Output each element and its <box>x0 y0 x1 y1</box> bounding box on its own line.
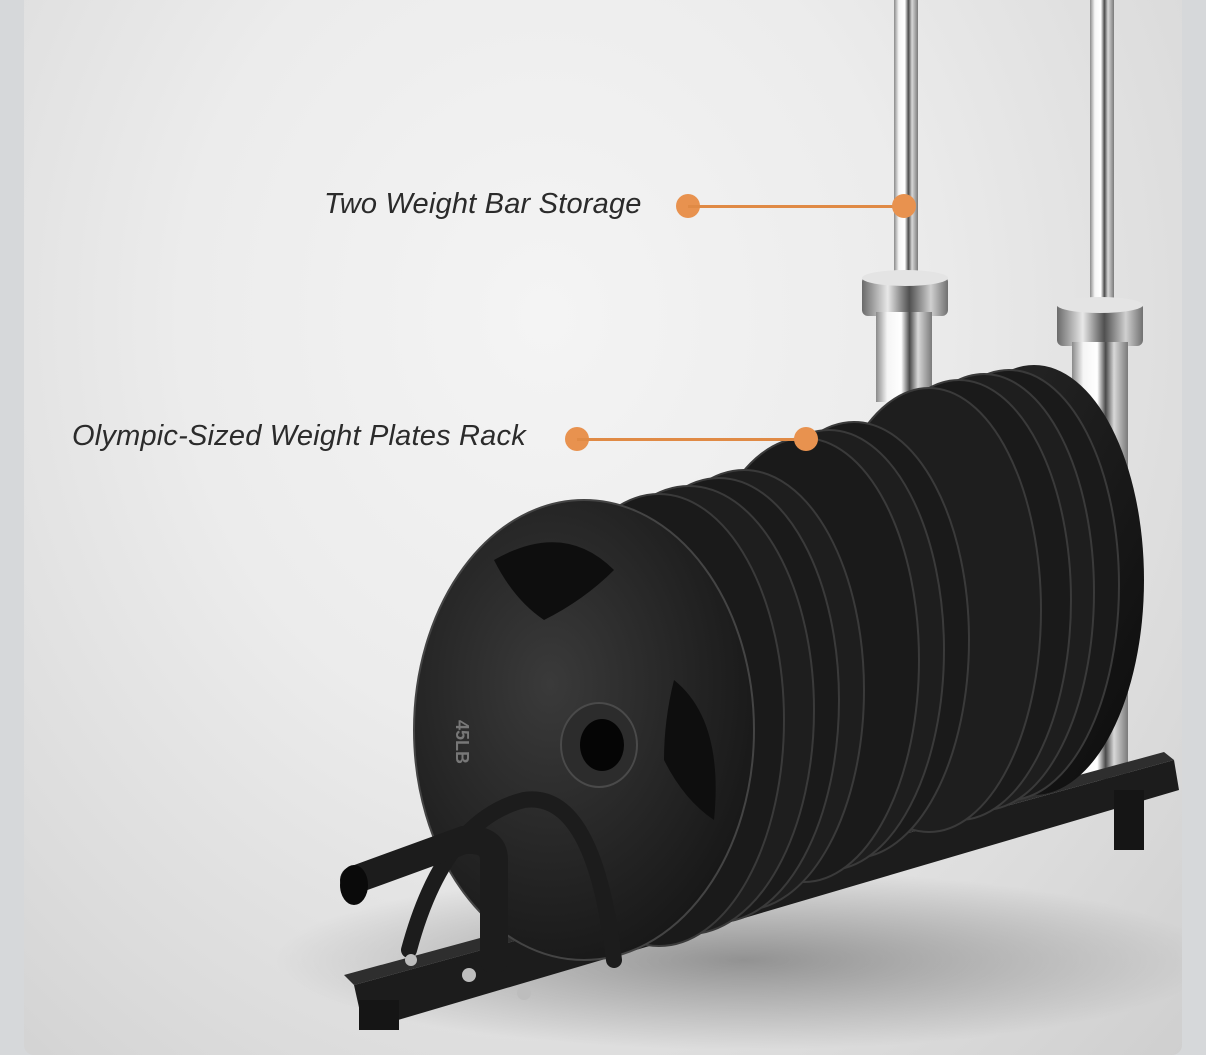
callout-line-bar-storage <box>688 205 904 208</box>
barbell-post-left <box>862 0 948 402</box>
rack-handle <box>340 791 622 974</box>
callout-label-bar-storage: Two Weight Bar Storage <box>324 188 642 220</box>
callout-label-plates-rack: Olympic-Sized Weight Plates Rack <box>72 420 526 452</box>
callout-dot-end <box>892 194 916 218</box>
plate-marking: 45LB <box>452 720 472 764</box>
bolt <box>517 986 531 1000</box>
bolt <box>462 968 476 982</box>
callout-dot-end <box>794 427 818 451</box>
bolt <box>405 954 417 966</box>
weight-rack-illustration: 45LB <box>274 0 1182 1050</box>
plate-stack: 45LB <box>413 365 1144 961</box>
handle-end <box>340 865 368 905</box>
callout-line-plates-rack <box>577 438 805 441</box>
product-image-frame: 45LB Two Weight Bar Storage Olympic-Size… <box>24 0 1182 1055</box>
